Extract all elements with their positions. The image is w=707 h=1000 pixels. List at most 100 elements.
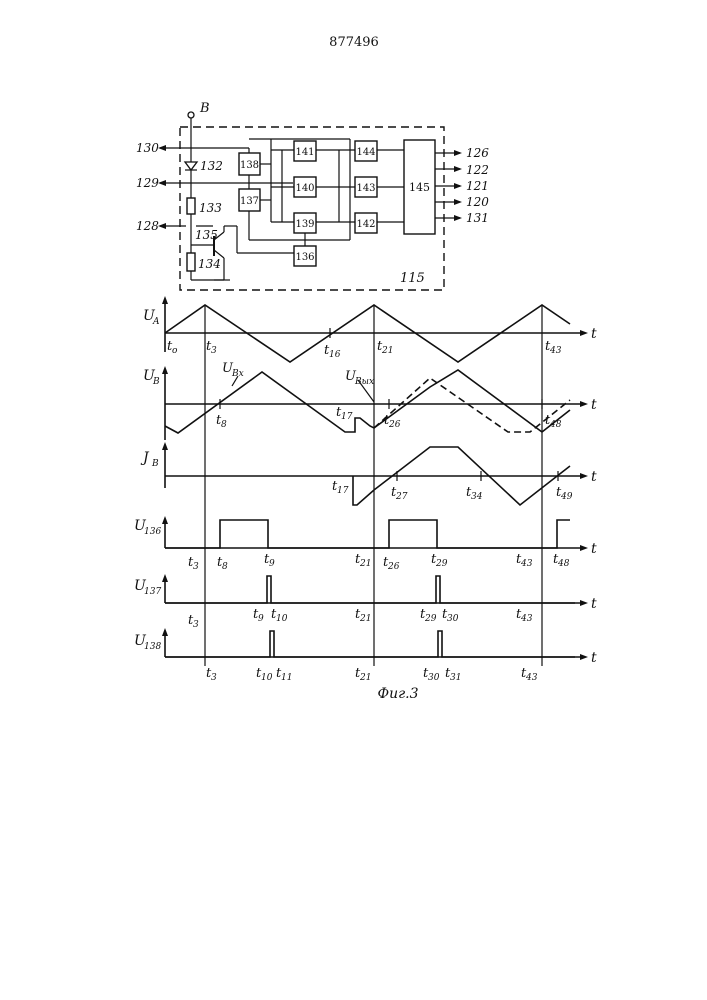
plot-u136 bbox=[162, 516, 588, 551]
svg-text:34: 34 bbox=[471, 492, 483, 502]
jb-ticks: t17 t27 t34 t49 bbox=[332, 479, 573, 502]
block-139-label: 139 bbox=[295, 219, 314, 230]
svg-text:29: 29 bbox=[435, 559, 448, 569]
resistor-134-label: 134 bbox=[198, 257, 221, 271]
u136-t-label: t bbox=[591, 541, 597, 557]
svg-text:o: o bbox=[172, 346, 178, 356]
block-142-label: 142 bbox=[356, 219, 375, 230]
diode-132-icon bbox=[185, 162, 197, 170]
ub-out-sub: Bых bbox=[354, 377, 374, 387]
resistor-133-icon bbox=[187, 198, 195, 214]
right-outputs bbox=[435, 150, 462, 221]
svg-text:3: 3 bbox=[211, 346, 217, 356]
ub-in-sub: Bx bbox=[231, 369, 244, 379]
svg-text:30: 30 bbox=[447, 614, 459, 624]
svg-text:16: 16 bbox=[329, 350, 341, 360]
svg-text:26: 26 bbox=[387, 562, 400, 572]
ua-t-label: t bbox=[591, 326, 597, 342]
plot-u137 bbox=[162, 574, 588, 606]
svg-text:49: 49 bbox=[560, 492, 573, 502]
svg-text:10: 10 bbox=[261, 673, 273, 683]
jb-t-label: t bbox=[591, 469, 597, 485]
ua-ylabel-sub: A bbox=[152, 317, 160, 327]
figure-caption: Фиг.3 bbox=[377, 686, 418, 702]
diode-132-label: 132 bbox=[200, 159, 223, 173]
svg-text:8: 8 bbox=[222, 562, 228, 572]
svg-text:17: 17 bbox=[337, 486, 349, 496]
arrow-left-icon bbox=[158, 145, 166, 151]
u137-waveform bbox=[165, 576, 575, 603]
svg-text:21: 21 bbox=[359, 559, 371, 569]
svg-text:48: 48 bbox=[549, 420, 562, 430]
block-138-label: 138 bbox=[240, 160, 259, 171]
block-136-label: 136 bbox=[295, 252, 314, 263]
resistor-134-icon bbox=[187, 253, 195, 271]
svg-text:48: 48 bbox=[557, 559, 570, 569]
plot-u138 bbox=[162, 628, 588, 660]
svg-text:43: 43 bbox=[520, 614, 533, 624]
ub-t-label: t bbox=[591, 397, 597, 413]
u137-ylabel-sub: 137 bbox=[144, 587, 161, 597]
u136-waveform bbox=[165, 520, 570, 548]
svg-text:26: 26 bbox=[388, 420, 401, 430]
block-140-label: 140 bbox=[295, 183, 314, 194]
output-129-label: 129 bbox=[136, 176, 159, 190]
svg-text:30: 30 bbox=[428, 673, 440, 683]
svg-text:43: 43 bbox=[520, 559, 533, 569]
u138-t-label: t bbox=[591, 650, 597, 666]
block-144-label: 144 bbox=[356, 147, 375, 158]
plot-jb bbox=[162, 442, 588, 505]
block-141-label: 141 bbox=[295, 147, 314, 158]
svg-text:3: 3 bbox=[211, 673, 217, 683]
patent-number: 877496 bbox=[329, 35, 379, 50]
svg-text:9: 9 bbox=[258, 614, 264, 624]
svg-text:10: 10 bbox=[276, 614, 288, 624]
u137-ticks: t3 t9 t10 t21 t29 t30 t43 bbox=[188, 607, 533, 630]
svg-text:21: 21 bbox=[359, 673, 371, 683]
u138-ylabel-sub: 138 bbox=[144, 642, 161, 652]
output-120-label: 120 bbox=[466, 195, 489, 209]
jb-ylabel-sub: B bbox=[151, 459, 159, 469]
arrow-left-icon bbox=[158, 223, 166, 229]
circuit-diagram: 115 B 132 133 134 135 1 bbox=[136, 101, 489, 290]
output-126-label: 126 bbox=[466, 146, 489, 160]
arrow-left-icon bbox=[158, 180, 166, 186]
svg-text:21: 21 bbox=[381, 346, 393, 356]
svg-text:27: 27 bbox=[395, 492, 408, 502]
svg-text:11: 11 bbox=[281, 673, 292, 683]
timing-diagrams: U A t to t3 t16 t21 t43 U B t U Bx bbox=[134, 296, 597, 683]
resistor-133-label: 133 bbox=[199, 201, 222, 215]
u136-ylabel-sub: 136 bbox=[144, 527, 161, 537]
u136-ticks: t3 t8 t9 t21 t26 t29 t43 t48 bbox=[188, 552, 570, 572]
svg-text:3: 3 bbox=[193, 620, 199, 630]
svg-text:29: 29 bbox=[424, 614, 437, 624]
terminal-b-label: B bbox=[199, 101, 210, 116]
output-128-label: 128 bbox=[136, 219, 159, 233]
svg-text:43: 43 bbox=[549, 346, 562, 356]
block-115-label: 115 bbox=[400, 271, 425, 286]
output-130-label: 130 bbox=[136, 141, 159, 155]
svg-text:31: 31 bbox=[450, 673, 461, 683]
u138-waveform bbox=[165, 631, 575, 657]
svg-text:3: 3 bbox=[193, 562, 199, 572]
block-143-label: 143 bbox=[356, 183, 375, 194]
svg-text:9: 9 bbox=[269, 559, 275, 569]
block-137-label: 137 bbox=[240, 196, 259, 207]
svg-text:8: 8 bbox=[221, 420, 227, 430]
u138-ticks: t3 t10 t11 t21 t30 t31 t43 bbox=[206, 666, 538, 683]
output-131-label: 131 bbox=[466, 211, 489, 225]
ua-ticks: to t3 t16 t21 t43 bbox=[167, 339, 562, 360]
output-121-label: 121 bbox=[466, 179, 489, 193]
plot-ua bbox=[162, 296, 588, 362]
u137-t-label: t bbox=[591, 596, 597, 612]
svg-text:17: 17 bbox=[341, 412, 353, 422]
block-145-label: 145 bbox=[409, 181, 430, 194]
jb-ylabel: J bbox=[140, 450, 150, 466]
ub-ylabel-sub: B bbox=[152, 377, 160, 387]
ub-waveform-out bbox=[374, 378, 570, 432]
svg-text:43: 43 bbox=[525, 673, 538, 683]
terminal-b bbox=[188, 112, 194, 118]
svg-text:21: 21 bbox=[359, 614, 371, 624]
